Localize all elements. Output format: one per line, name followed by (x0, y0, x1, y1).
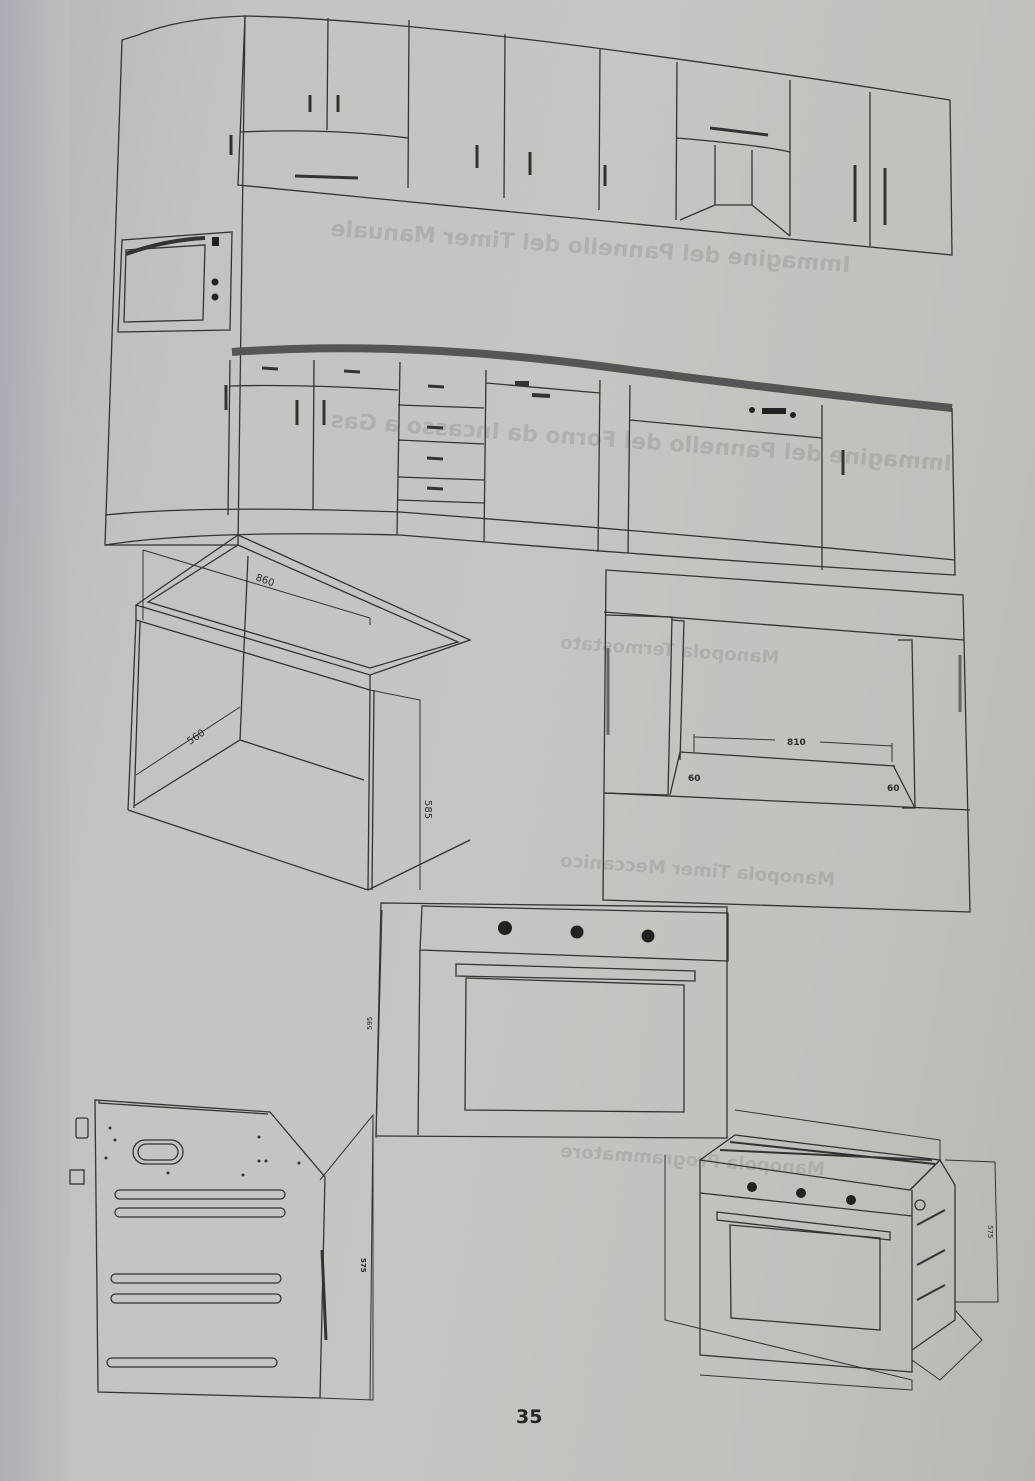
oven-isometric-figure (664, 1109, 999, 1391)
countertop (231, 344, 953, 412)
microwave-icon (117, 231, 233, 333)
kitchen-elevation-figure (104, 15, 956, 576)
base-cabinets (104, 359, 956, 576)
oven-side-height-label: 575 (359, 1258, 367, 1273)
oven-iso-height-label: 575 (986, 1225, 994, 1238)
niche-right-gap-label: 60 (887, 784, 900, 794)
page-fold-shadow (0, 0, 70, 1481)
niche-height-label: 585 (422, 800, 433, 819)
oven-front-height-label: 595 (366, 1017, 374, 1030)
oven-front-figure (375, 902, 729, 1139)
niche-front-figure (602, 569, 971, 913)
niche-left-gap-label: 60 (688, 774, 701, 784)
niche-opening-label: 810 (787, 738, 806, 748)
cabinet-niche-figure (127, 534, 472, 891)
page-number: 35 (516, 1406, 543, 1428)
oven-side-figure (69, 1099, 374, 1401)
upper-cabinets (237, 15, 953, 256)
tall-column-outline (104, 15, 246, 546)
